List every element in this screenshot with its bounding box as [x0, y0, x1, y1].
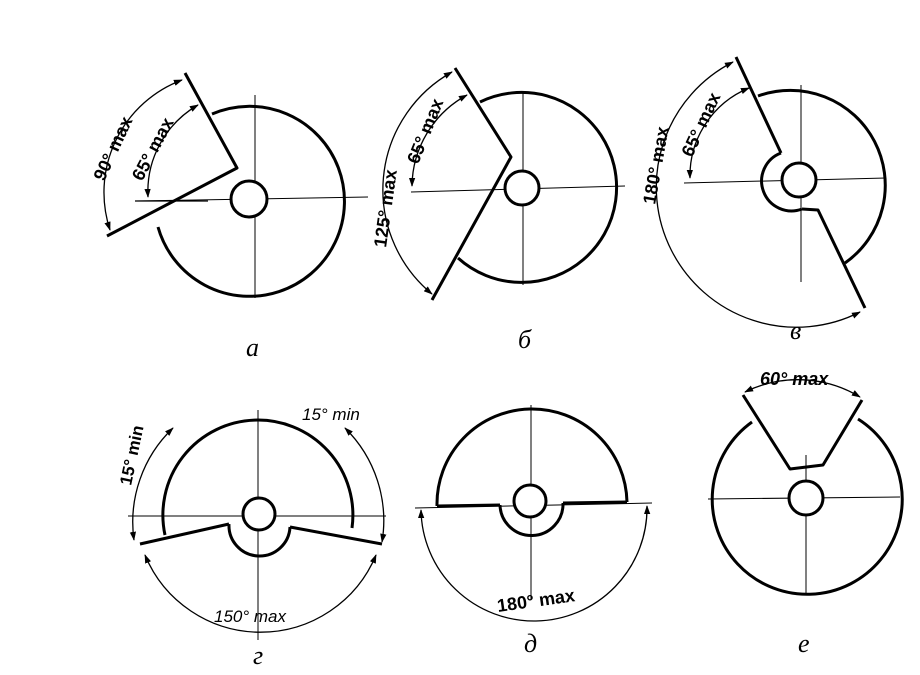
- figure-d-caption: д: [524, 629, 537, 658]
- figure-b-bore: [503, 169, 541, 207]
- figure-b-dim-125: 125° max: [370, 168, 401, 248]
- figure-v-cutout-lower: [801, 207, 867, 309]
- figure-d: 180° max д: [414, 405, 653, 658]
- figure-a-arc-65: [144, 104, 199, 198]
- figure-v-disk: [757, 88, 887, 265]
- figure-g-arc-15-left: [129, 427, 174, 541]
- figure-b-dim-65: 65° max: [403, 96, 447, 167]
- figure-d-base-right: [562, 500, 628, 505]
- figure-v-caption: в: [790, 316, 801, 345]
- figure-a-caption: а: [246, 333, 259, 362]
- figure-v: 180° max 65° max в: [639, 56, 887, 345]
- figure-e-bore: [787, 479, 825, 517]
- figure-d-arc-180: [418, 505, 651, 622]
- figure-a-arc-90: [103, 79, 183, 231]
- figure-g-arc-15-right: [344, 427, 387, 543]
- figure-e-dim-60: 60° max: [760, 369, 829, 389]
- figure-g-arc-150: [144, 554, 377, 633]
- figure-v-cutout-upper: [734, 56, 783, 154]
- figure-b: 125° max 65° max б: [370, 67, 626, 354]
- figure-g-bore: [241, 496, 277, 532]
- figure-g: 15° min 15° min 150° max г: [116, 405, 387, 670]
- figure-a-bore: [229, 179, 269, 219]
- figure-e-arc-60: [744, 379, 861, 398]
- figure-b-caption: б: [518, 325, 532, 354]
- figure-a-dim-65: 65° max: [128, 114, 178, 184]
- figure-g-dim-15-left: 15° min: [116, 424, 147, 487]
- figure-g-base-right: [289, 525, 383, 546]
- figure-e: 60° max е: [707, 369, 904, 658]
- figure-b-disk: [456, 90, 619, 284]
- figure-v-arc-180: [655, 61, 861, 328]
- figure-g-base-left: [139, 522, 230, 546]
- figure-e-disk: [710, 417, 904, 596]
- figure-g-dim-15-right: 15° min: [302, 405, 360, 424]
- figure-d-disk: [435, 407, 629, 507]
- figure-v-dim-180: 180° max: [639, 125, 672, 206]
- figure-a-cutout-edge: [106, 72, 239, 238]
- figure-d-dim-180: 180° max: [496, 585, 576, 616]
- figure-a-disk: [156, 104, 346, 298]
- figure-g-dim-150: 150° max: [214, 607, 287, 626]
- figure-b-arc-125: [382, 71, 453, 295]
- figure-b-cutout-edge: [430, 67, 513, 301]
- figure-v-arc-65: [686, 87, 750, 179]
- figure-e-caption: е: [798, 629, 810, 658]
- figure-d-bore: [512, 483, 548, 519]
- figure-b-arc-65: [408, 94, 468, 187]
- figure-e-slot: [741, 394, 864, 471]
- figure-v-bore: [780, 161, 818, 199]
- figure-d-base-left: [436, 503, 501, 508]
- figure-g-caption: г: [253, 641, 263, 670]
- figure-a: 90° max 65° max а: [89, 72, 369, 362]
- figure-v-dim-65: 65° max: [677, 89, 724, 159]
